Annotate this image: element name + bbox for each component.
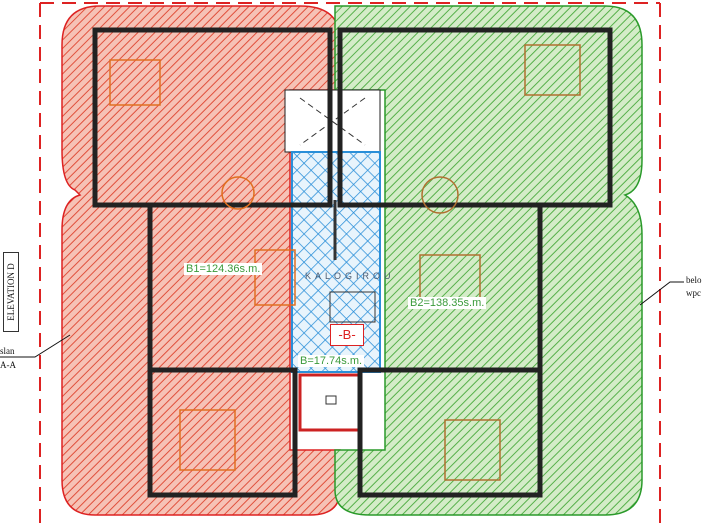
right-note-line-1: belo xyxy=(686,275,702,285)
walls xyxy=(92,27,613,498)
elevation-marker: ELEVATION D xyxy=(3,252,19,332)
property-boundary xyxy=(39,2,661,528)
unit-b1-area-label: B1=124.36s.m. xyxy=(184,263,263,275)
unit-b-area-label: B=17.74s.m. xyxy=(298,355,365,367)
left-note-line-1: slan xyxy=(0,346,15,356)
unit-b2-area-label: B2=138.35s.m. xyxy=(408,297,487,309)
left-note-line-2: A-A xyxy=(0,360,16,370)
watermark: KALOGIROU xyxy=(305,271,395,281)
right-note-line-2: wpc xyxy=(686,288,701,298)
leader-right xyxy=(639,281,684,306)
elevation-label: ELEVATION D xyxy=(6,263,16,321)
leader-left xyxy=(0,334,71,358)
unit-b2-area xyxy=(334,5,643,516)
unit-b-tag: -B- xyxy=(330,324,364,346)
